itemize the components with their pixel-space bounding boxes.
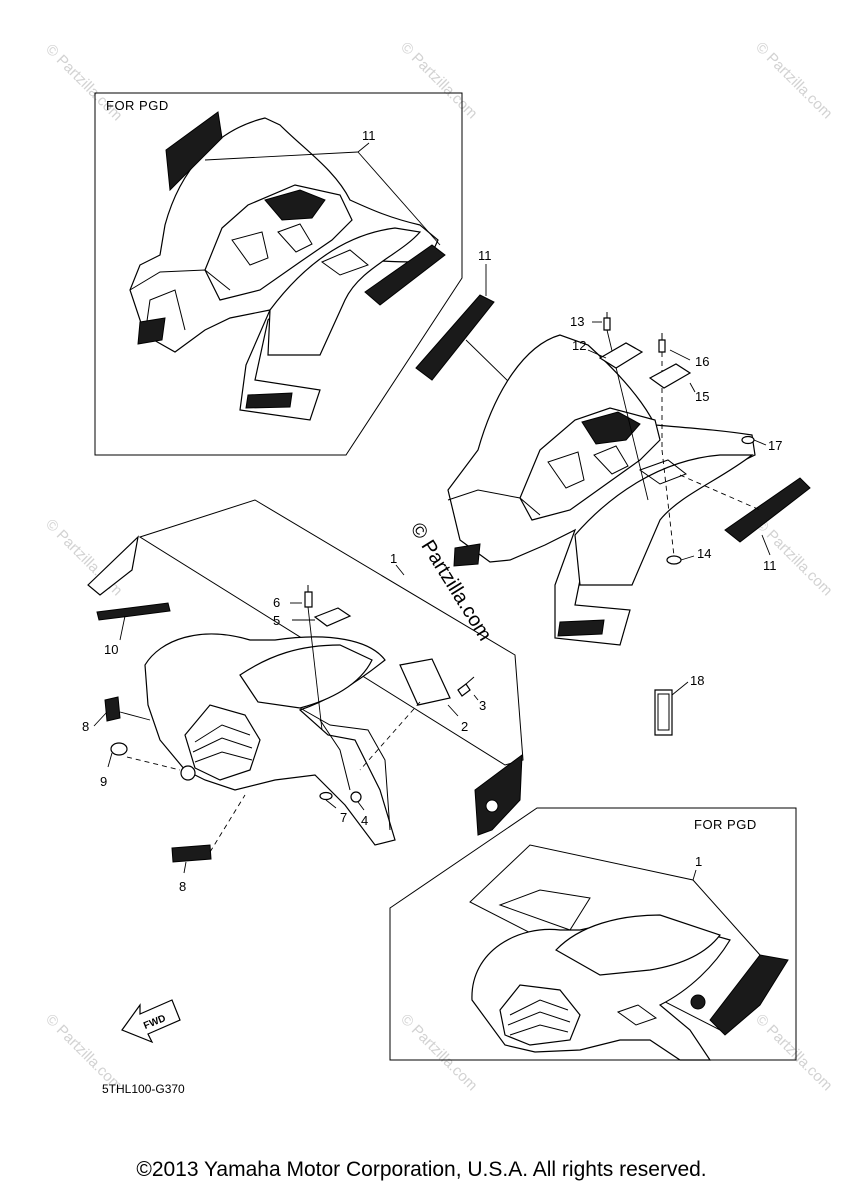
rear-fender-assembly: 11 11 13 12 16 xyxy=(415,248,811,646)
bottom-box-label: FOR PGD xyxy=(694,817,757,832)
decal-right-front xyxy=(474,753,523,836)
copyright-notice: ©2013 Yamaha Motor Corporation, U.S.A. A… xyxy=(136,1158,707,1181)
callout-3: 3 xyxy=(479,698,486,713)
callout-18: 18 xyxy=(690,673,704,688)
reflector-8-upper xyxy=(104,696,121,722)
decal-10 xyxy=(96,602,171,621)
decal-11-top-left xyxy=(165,111,223,192)
callout-4: 4 xyxy=(361,813,368,828)
watermark: © Partzilla.com xyxy=(397,39,480,122)
bottom-pgd-box: FOR PGD 1 xyxy=(389,807,797,1061)
top-box-label: FOR PGD xyxy=(106,98,169,113)
callout-17: 17 xyxy=(768,438,782,453)
callout-8-upper: 8 xyxy=(82,719,89,734)
callout-14: 14 xyxy=(697,546,711,561)
callout-12: 12 xyxy=(572,338,586,353)
callout-8-lower: 8 xyxy=(179,879,186,894)
diagram-code: 5THL100-G370 xyxy=(102,1082,185,1096)
label-18: 18 xyxy=(654,673,704,736)
callout-1b: 1 xyxy=(695,854,702,869)
decal-11-top-right xyxy=(364,244,446,306)
callout-10: 10 xyxy=(104,642,118,657)
callout-6: 6 xyxy=(273,595,280,610)
fwd-arrow: FWD xyxy=(121,999,181,1044)
callout-15: 15 xyxy=(695,389,709,404)
callout-16: 16 xyxy=(695,354,709,369)
callout-11b: 11 xyxy=(478,248,492,263)
callout-1: 1 xyxy=(390,551,397,566)
callout-2: 2 xyxy=(461,719,468,734)
callout-11c: 11 xyxy=(763,558,777,573)
reflector-8-lower xyxy=(171,844,212,863)
callout-9: 9 xyxy=(100,774,107,789)
decal-11-left xyxy=(415,294,495,381)
decal-right-pgd xyxy=(709,954,789,1036)
watermark: © Partzilla.com xyxy=(397,1011,480,1094)
callout-7: 7 xyxy=(340,810,347,825)
watermark: © Partzilla.com xyxy=(752,1011,835,1094)
top-pgd-box: FOR PGD 11 xyxy=(94,92,463,456)
callout-13: 13 xyxy=(570,314,584,329)
front-fender-assembly: 1 10 6 5 3 xyxy=(82,499,524,894)
decal-11-right xyxy=(724,477,811,543)
callout-11: 11 xyxy=(362,128,376,143)
callout-5: 5 xyxy=(273,613,280,628)
watermark: © Partzilla.com xyxy=(42,516,125,599)
watermark: © Partzilla.com xyxy=(752,39,835,122)
